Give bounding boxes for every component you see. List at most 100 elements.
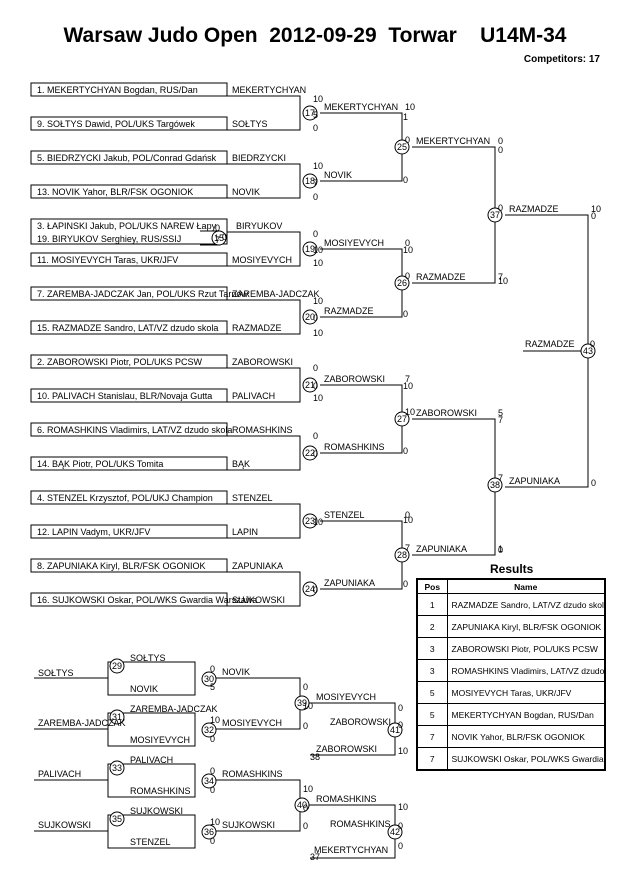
competitors-count: Competitors: 17 bbox=[523, 54, 600, 65]
results-name: ZABOROWSKI Piotr, POL/UKS PCSW bbox=[446, 637, 606, 660]
score: 7 bbox=[498, 473, 503, 483]
match-number: 21 bbox=[305, 380, 315, 390]
competitor-name: RAZMADZE bbox=[232, 323, 282, 333]
match-circle bbox=[302, 445, 318, 461]
match-circle bbox=[302, 377, 318, 393]
score: 10 bbox=[210, 817, 220, 827]
match-circle bbox=[394, 411, 410, 427]
competitor-name: ZABOROWSKI bbox=[232, 357, 293, 367]
score: 7 bbox=[215, 235, 220, 245]
match-number: 22 bbox=[305, 448, 315, 458]
competitor-name: SUJKOWSKI bbox=[130, 806, 183, 816]
competitor-name: MOSIYEVYCH bbox=[130, 735, 190, 745]
score: 10 bbox=[403, 245, 413, 255]
competitor-name: ZAPUNIAKA bbox=[416, 544, 467, 554]
entry-label: 16. SUJKOWSKI Oskar, POL/WKS Gwardia War… bbox=[37, 595, 257, 605]
entry-label: 3. ŁAPINSKI Jakub, POL/UKS NAREW Łapy bbox=[37, 221, 217, 231]
score: 10 bbox=[498, 276, 508, 286]
competitor-name: STENZEL bbox=[232, 493, 273, 503]
match-circle bbox=[394, 547, 410, 563]
competitor-name: ZABOROWSKI bbox=[416, 408, 477, 418]
entry-label: 10. PALIVACH Stanislau, BLR/Novaja Gutta bbox=[37, 391, 212, 401]
match-circle bbox=[487, 477, 503, 493]
competitor-name: ZAPUNIAKA bbox=[232, 561, 283, 571]
match-circle bbox=[294, 695, 310, 711]
match-number: 23 bbox=[305, 516, 315, 526]
score: 0 bbox=[313, 363, 318, 373]
score: 0 bbox=[398, 841, 403, 851]
score: 0 bbox=[498, 203, 503, 213]
results-pos: 7 bbox=[416, 747, 448, 771]
score: 10 bbox=[405, 407, 415, 417]
competitor-name: ROMASHKINS bbox=[232, 425, 293, 435]
competitor-name: SOŁTYS bbox=[38, 668, 74, 678]
competitor-name: SUJKOWSKI bbox=[232, 595, 285, 605]
competitor-name: NOVIK bbox=[130, 684, 158, 694]
results-name: RAZMADZE Sandro, LAT/VZ dzudo skola bbox=[446, 593, 606, 616]
entry-label: 8. ZAPUNIAKA Kiryl, BLR/FSK OGONIOK bbox=[37, 561, 206, 571]
score: 0 bbox=[398, 703, 403, 713]
competitor-name: PALIVACH bbox=[232, 391, 275, 401]
results-pos: 5 bbox=[416, 703, 448, 726]
competitor-name: MEKERTYCHYAN bbox=[314, 845, 388, 855]
match-number: 18 bbox=[305, 176, 315, 186]
score: 0 bbox=[210, 664, 215, 674]
match-circle bbox=[387, 824, 403, 840]
score: 0 bbox=[398, 821, 403, 831]
entry-box bbox=[30, 592, 228, 607]
score: 5 bbox=[313, 110, 318, 120]
score: 7 bbox=[405, 543, 410, 553]
entry-box bbox=[30, 252, 228, 267]
entry-box bbox=[30, 320, 228, 335]
match-circle bbox=[387, 722, 403, 738]
entry-label: 12. LAPIN Vadym, UKR/JFV bbox=[37, 527, 150, 537]
competitor-name: MOSIYEVYCH bbox=[222, 718, 282, 728]
score: 10 bbox=[303, 784, 313, 794]
competitor-name: SUJKOWSKI bbox=[38, 820, 91, 830]
results-pos: 3 bbox=[416, 637, 448, 660]
score: 10 bbox=[313, 296, 323, 306]
score: 10 bbox=[313, 161, 323, 171]
entry-label: 2. ZABOROWSKI Piotr, POL/UKS PCSW bbox=[37, 357, 203, 367]
results-pos: 2 bbox=[416, 615, 448, 638]
match-circle bbox=[294, 797, 310, 813]
entry-label: 14. BĄK Piotr, POL/UKS Tomita bbox=[37, 459, 163, 469]
match-number: 38 bbox=[490, 480, 500, 490]
score: 10 bbox=[398, 802, 408, 812]
score: 7 bbox=[405, 374, 410, 384]
score: 0 bbox=[498, 545, 503, 555]
match-number: 33 bbox=[112, 763, 122, 773]
score: 0 bbox=[313, 229, 318, 239]
competitor-name: RAZMADZE bbox=[525, 339, 575, 349]
score: 10 bbox=[398, 746, 408, 756]
results-col-pos: Pos bbox=[416, 578, 448, 594]
score: 0 bbox=[591, 211, 596, 221]
match-number: 26 bbox=[397, 278, 407, 288]
match-circle bbox=[487, 207, 503, 223]
match-circle bbox=[394, 139, 410, 155]
score: 7 bbox=[498, 272, 503, 282]
results-pos: 5 bbox=[416, 681, 448, 704]
small-mark: 38 bbox=[310, 752, 320, 762]
score: 10 bbox=[210, 715, 220, 725]
score: 0 bbox=[313, 431, 318, 441]
entry-label: 7. ZAREMBA-JADCZAK Jan, POL/UKS Rzut Tar… bbox=[37, 289, 248, 299]
entry-label: 9. SOŁTYS Dawid, POL/UKS Targówek bbox=[37, 119, 195, 129]
score: 0 bbox=[313, 123, 318, 133]
match-number: 40 bbox=[297, 800, 307, 810]
competitor-name: ROMASHKINS bbox=[130, 786, 191, 796]
score: 10 bbox=[405, 102, 415, 112]
score: 0 bbox=[405, 271, 410, 281]
score: 0 bbox=[210, 836, 215, 846]
score: 0 bbox=[405, 135, 410, 145]
entry-label: 19. BIRYUKOV Serghiey, RUS/SSIJ bbox=[37, 234, 181, 244]
results-header-row: Pos Name bbox=[416, 578, 606, 594]
small-mark: 37 bbox=[310, 852, 320, 862]
score: 1 bbox=[403, 112, 408, 122]
entry-label: 5. BIEDRZYCKI Jakub, POL/Conrad Gdańsk bbox=[37, 153, 217, 163]
